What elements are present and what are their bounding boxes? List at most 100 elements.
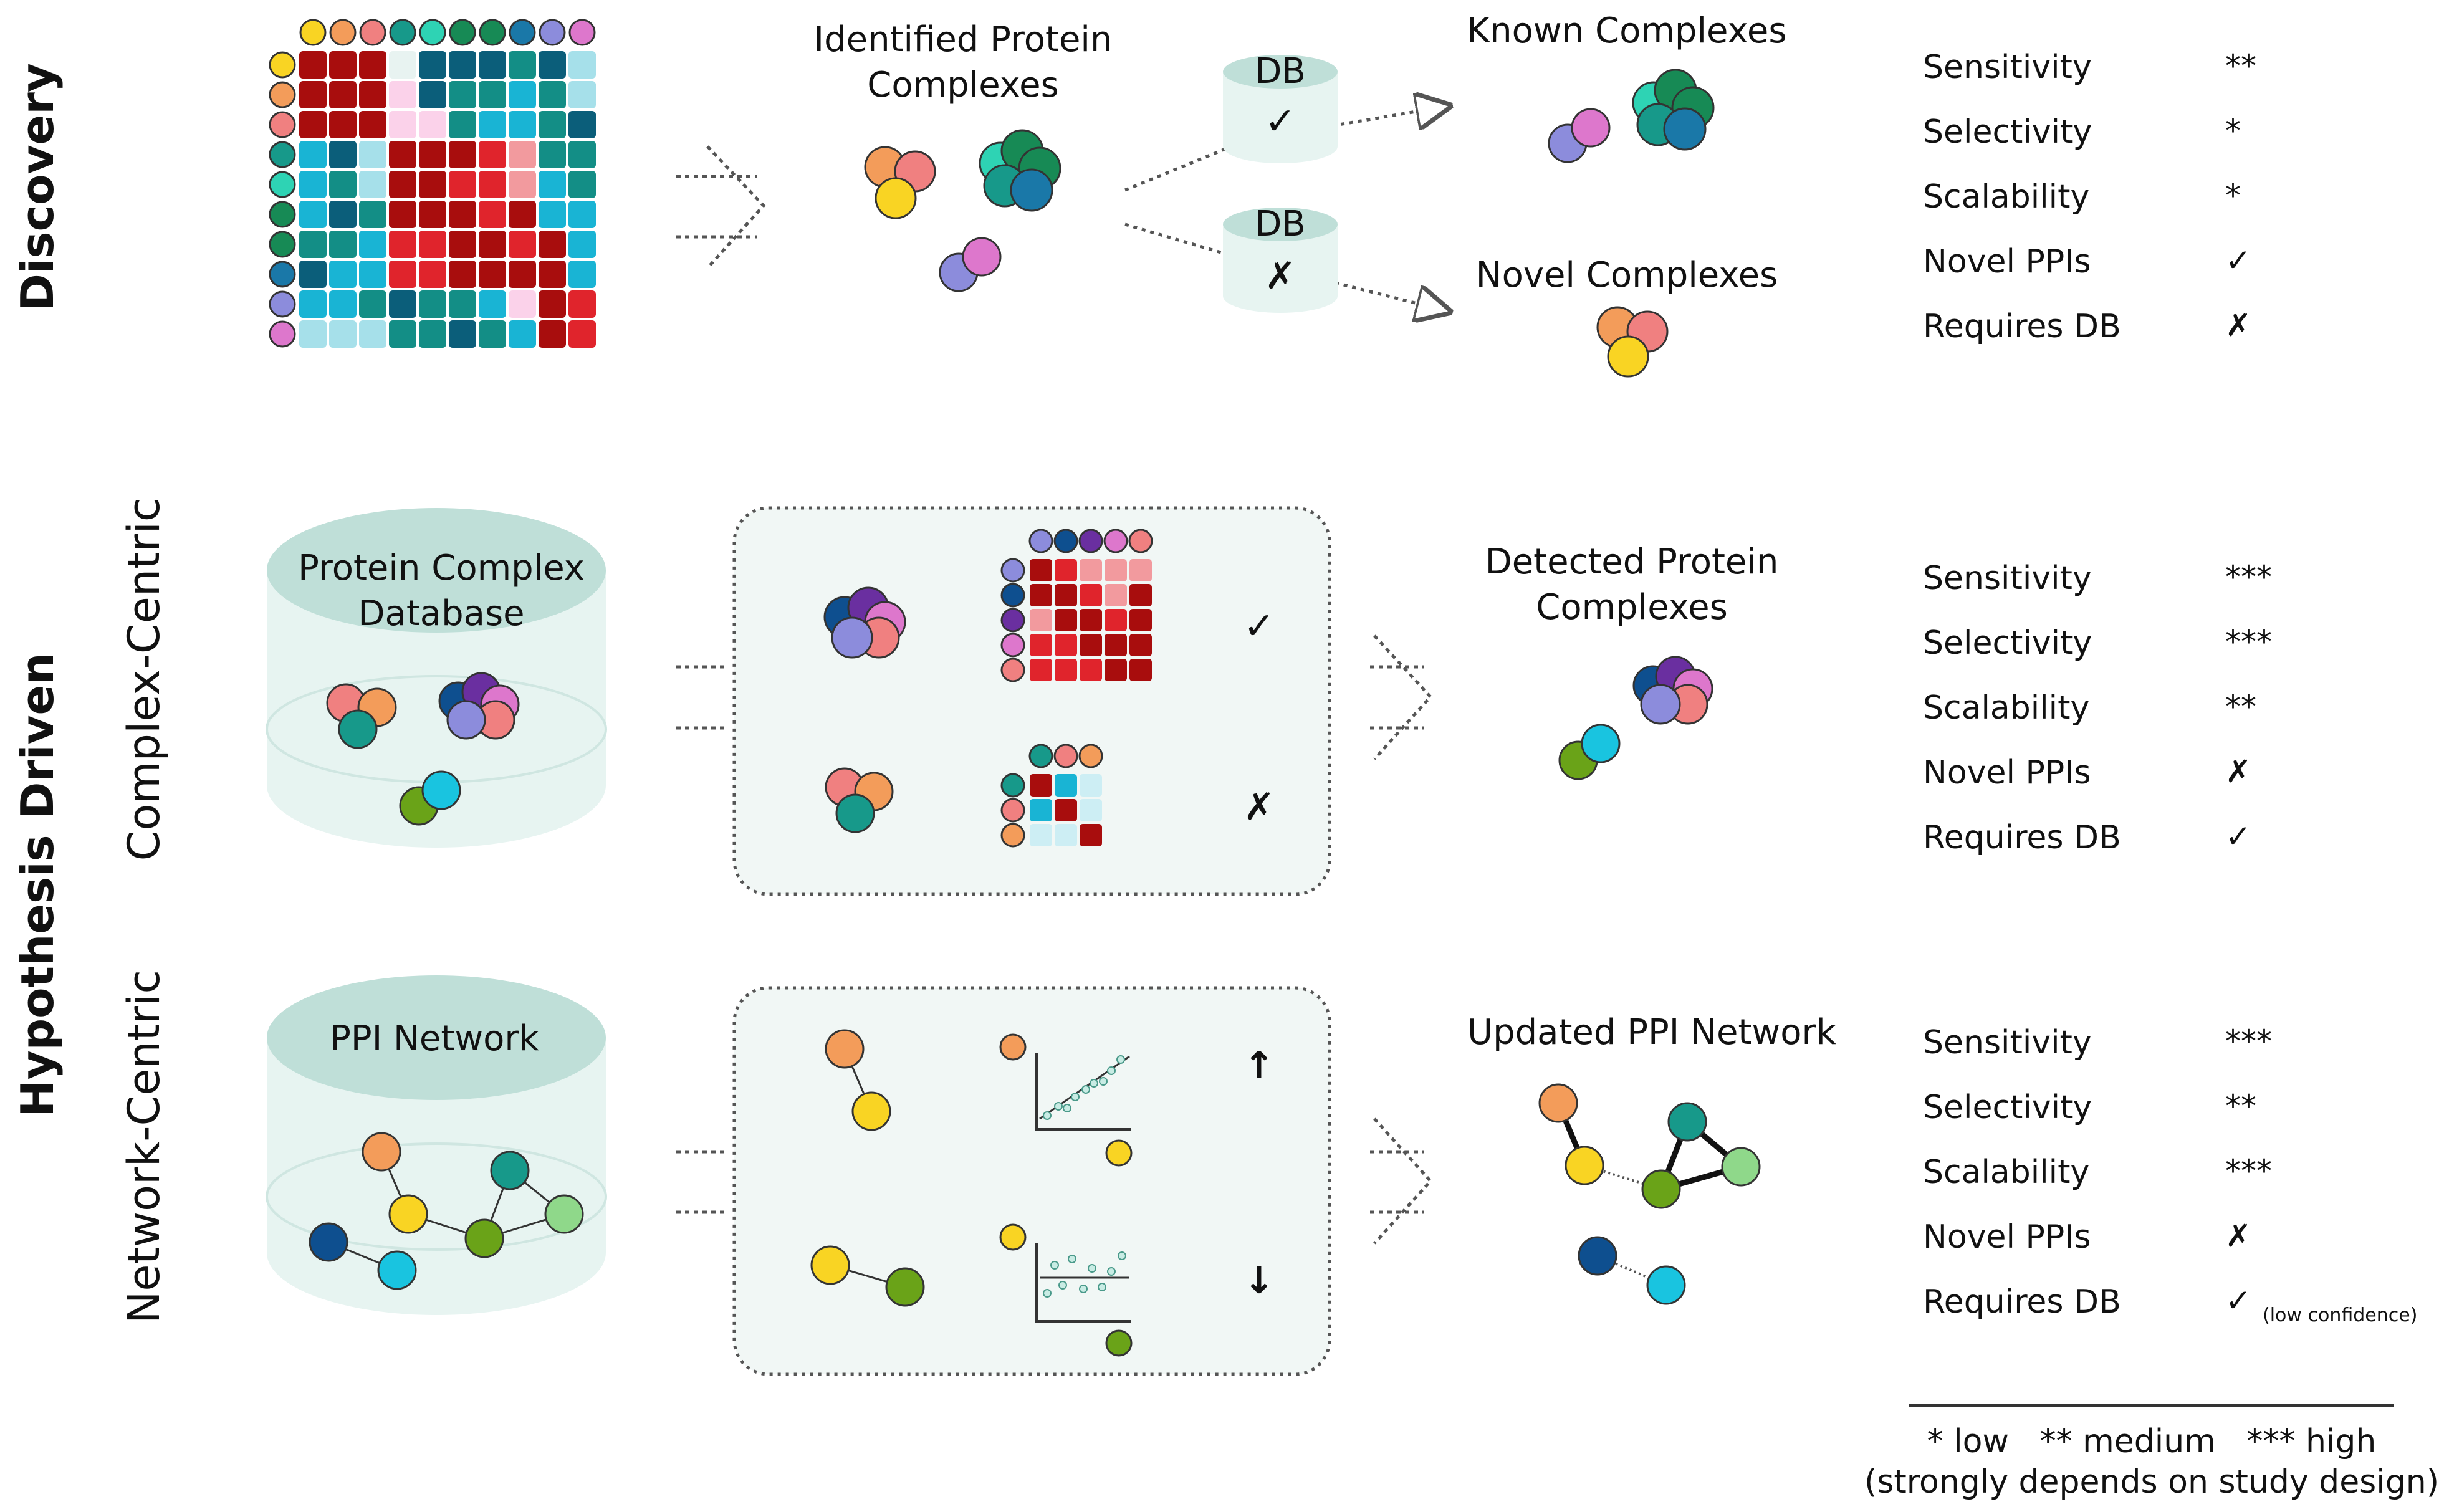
matrix-col-marker — [329, 19, 357, 46]
metric-value: * — [2225, 178, 2241, 214]
updated-network-graph — [1538, 1083, 1761, 1305]
metric-name: Scalability — [1923, 1154, 2089, 1191]
complex-coelution-matrix-high — [1000, 529, 1153, 682]
matrix-cell — [389, 231, 416, 258]
matrix-row-marker — [1000, 773, 1025, 798]
matrix-cell — [299, 51, 327, 79]
matrix-cell — [329, 201, 357, 228]
network-centric-label: Network-Centric — [118, 970, 170, 1324]
matrix-row-marker — [1000, 583, 1025, 608]
matrix-cell — [299, 320, 327, 348]
matrix-row-marker — [269, 141, 296, 168]
matrix-cell — [539, 320, 566, 348]
matrix-row-marker — [1000, 823, 1025, 848]
matrix-cell — [539, 231, 566, 258]
matrix-cell — [329, 320, 357, 348]
matrix-cell — [509, 51, 536, 79]
scatter-uncorrelated — [999, 1223, 1133, 1357]
matrix-row-marker — [269, 51, 296, 79]
arrow-into-complex-panel — [676, 665, 729, 730]
matrix-cell — [389, 141, 416, 168]
matrix-cell — [299, 171, 327, 198]
matrix-cell — [359, 171, 386, 198]
matrix-cell — [479, 320, 506, 348]
metric-name: Novel PPIs — [1923, 243, 2091, 280]
matrix-cell — [419, 261, 446, 288]
metric-value: ✓ — [2225, 1283, 2251, 1319]
matrix-cell — [359, 141, 386, 168]
matrix-cell — [479, 171, 506, 198]
matrix-cell — [1055, 799, 1077, 821]
matrix-row-marker — [1000, 798, 1025, 823]
matrix-cell — [509, 141, 536, 168]
metric-name: Selectivity — [1923, 624, 2092, 662]
matrix-row-marker — [1000, 633, 1025, 658]
matrix-cell — [449, 111, 476, 138]
arrow-complex-result — [1370, 634, 1433, 760]
matrix-cell — [359, 290, 386, 318]
matrix-cell — [568, 111, 596, 138]
correlation-matrix — [269, 19, 596, 348]
ppi-network-cylinder — [266, 975, 607, 1315]
identified-complex-pair — [939, 237, 1002, 292]
matrix-cell — [479, 51, 506, 79]
metric-name: Requires DB — [1923, 1283, 2121, 1321]
matrix-cell — [1080, 584, 1102, 606]
matrix-cell — [389, 201, 416, 228]
matrix-cell — [539, 201, 566, 228]
matrix-cell — [1129, 559, 1152, 581]
matrix-col-marker — [299, 19, 327, 46]
metric-value: ** — [2225, 48, 2256, 84]
metric-note-low-confidence: (low confidence) — [2263, 1304, 2417, 1326]
panel-edge-down — [810, 1245, 925, 1307]
matrix-col-marker — [1028, 529, 1053, 553]
matrix-cell — [479, 231, 506, 258]
matrix-cell — [299, 141, 327, 168]
detected-complex-pair — [1558, 724, 1621, 780]
metric-value: ** — [2225, 1088, 2256, 1124]
matrix-cell — [1129, 584, 1152, 606]
matrix-cell — [539, 141, 566, 168]
matrix-cell — [449, 141, 476, 168]
matrix-cell — [419, 231, 446, 258]
detected-title-line1: Detected Protein — [1485, 542, 1779, 582]
matrix-cell — [509, 111, 536, 138]
metric-name: Scalability — [1923, 178, 2089, 216]
complex-cross: ✗ — [1244, 785, 1275, 829]
db-complex-small — [326, 683, 397, 749]
matrix-row-marker — [269, 231, 296, 258]
matrix-col-marker — [389, 19, 416, 46]
matrix-cell — [329, 261, 357, 288]
metrics-complex: Sensitivity***Selectivity***Scalability*… — [1923, 559, 2272, 856]
metric-name: Selectivity — [1923, 1089, 2092, 1126]
matrix-cell — [509, 81, 536, 108]
db-network-graph — [309, 1132, 584, 1290]
matrix-col-marker — [509, 19, 536, 46]
metric-value: *** — [2225, 1153, 2272, 1189]
metric-name: Sensitivity — [1923, 49, 2092, 86]
matrix-cell — [419, 320, 446, 348]
matrix-cell — [329, 111, 357, 138]
metric-value: * — [2225, 113, 2241, 149]
metric-name: Requires DB — [1923, 819, 2121, 856]
metric-name: Scalability — [1923, 689, 2089, 727]
svg-text:DB: DB — [1255, 204, 1306, 244]
matrix-cell — [1030, 774, 1052, 797]
matrix-cell — [419, 81, 446, 108]
metric-name: Novel PPIs — [1923, 1218, 2091, 1256]
matrix-cell — [1129, 634, 1152, 656]
matrix-cell — [1080, 774, 1102, 797]
matrix-cell — [1105, 584, 1127, 606]
matrix-col-marker — [419, 19, 446, 46]
metric-value: ✗ — [2225, 307, 2251, 343]
db-complex-pair — [399, 770, 461, 826]
matrix-col-marker — [1078, 744, 1103, 768]
matrix-cell — [1055, 609, 1077, 631]
complex-coelution-matrix-low — [1000, 744, 1103, 848]
matrix-cell — [1105, 559, 1127, 581]
complex-check: ✓ — [1244, 605, 1275, 648]
matrix-cell — [419, 51, 446, 79]
db-complex-large — [438, 672, 520, 740]
complex-db-title-line2: Database — [358, 593, 524, 634]
identified-complex-large — [979, 129, 1061, 212]
